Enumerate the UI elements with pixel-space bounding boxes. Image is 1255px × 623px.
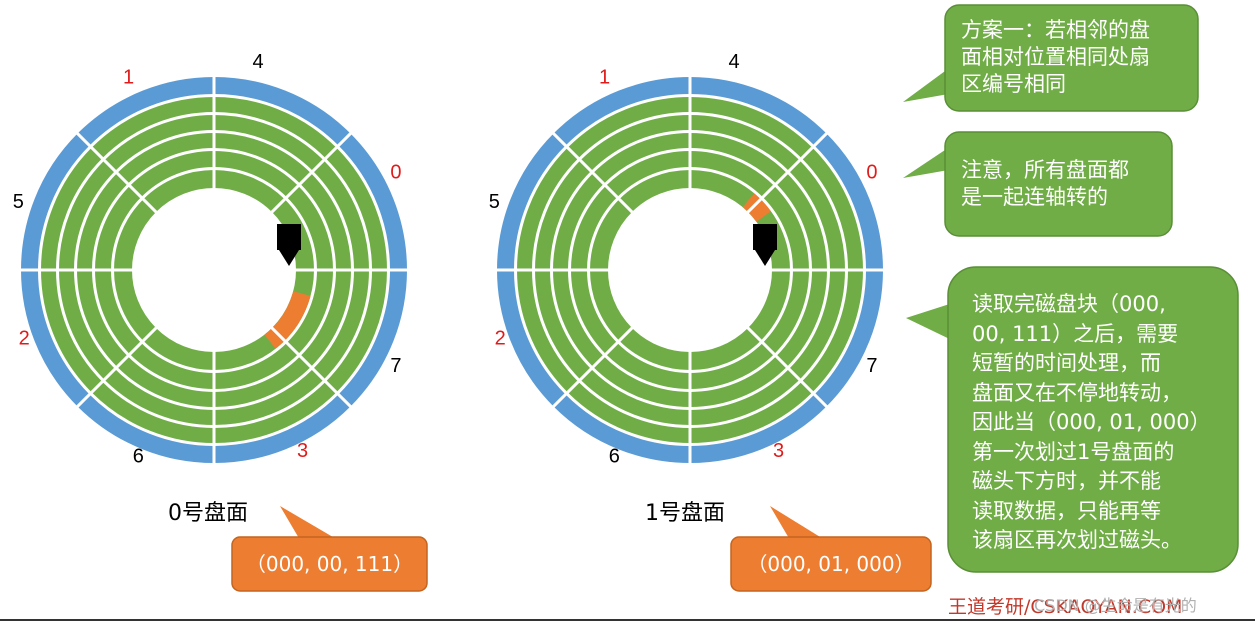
sector-label: 4 <box>729 51 740 73</box>
disk-platter-0: 1 4 0 7 3 6 2 5 <box>13 51 410 468</box>
attention-bubble <box>944 131 1173 237</box>
sector-label: 5 <box>489 191 500 213</box>
head-body <box>277 224 301 250</box>
sector-label: 0 <box>390 162 401 184</box>
sector-label: 1 <box>599 66 610 88</box>
disk0-name: 0号盘面 <box>168 501 248 526</box>
disk1-address: （000, 01, 000） <box>747 552 915 576</box>
address1-bubble-tail <box>770 506 825 540</box>
address0-bubble-tail <box>280 506 338 540</box>
disk-platter-1: 1 4 0 7 3 6 2 5 <box>489 51 886 468</box>
bottom-divider <box>0 619 1255 621</box>
sector-label: 1 <box>123 66 134 88</box>
sector-label: 6 <box>609 446 620 468</box>
scheme-bubble <box>944 4 1199 112</box>
sector-label: 7 <box>866 355 877 377</box>
head-arrow-icon <box>755 250 775 266</box>
sector-divider <box>550 324 636 410</box>
disk1-name: 1号盘面 <box>645 501 725 526</box>
scheme-note-text: 方案一：若相邻的盘 面相对位置相同处扇 区编号相同 <box>961 18 1150 96</box>
sector-divider <box>744 324 830 410</box>
sector-label: 2 <box>495 327 506 349</box>
sector-divider <box>744 130 830 216</box>
sector-label: 0 <box>866 162 877 184</box>
address1-bubble <box>730 536 932 592</box>
explanation-note: 读取完磁盘块（000, 00, 111）之后，需要 短暂的时间处理，而 盘面又在… <box>972 290 1232 556</box>
sector-label: 2 <box>19 327 30 349</box>
sector-label: 6 <box>133 446 144 468</box>
address0-bubble <box>231 536 428 592</box>
highlighted-sector <box>742 193 771 222</box>
sector-label: 5 <box>13 191 24 213</box>
highlighted-sector <box>264 291 311 349</box>
explanation-note-text: 读取完磁盘块（000, 00, 111）之后，需要 短暂的时间处理，而 盘面又在… <box>972 292 1211 552</box>
footer-watermark: CSDN @生命是有光的 <box>1034 596 1197 615</box>
head-arrow-icon <box>279 250 299 266</box>
sector-divider <box>268 130 354 216</box>
attention-note-text: 注意，所有盘面都 是一起连轴转的 <box>961 158 1129 209</box>
sector-divider <box>268 324 354 410</box>
sector-label: 3 <box>773 440 784 462</box>
disk0-address: （000, 00, 111） <box>245 552 414 576</box>
sector-label: 4 <box>253 51 264 73</box>
footer-brand: 王道考研/CSKAOYAN.COM <box>948 596 1183 618</box>
footer: 王道考研/CSKAOYAN.COM CSDN @生命是有光的 <box>948 592 1248 619</box>
sector-divider <box>74 130 160 216</box>
attention-note: 注意，所有盘面都 是一起连轴转的 <box>961 157 1166 211</box>
sector-divider <box>74 324 160 410</box>
scheme-note: 方案一：若相邻的盘 面相对位置相同处扇 区编号相同 <box>961 17 1191 98</box>
sector-label: 7 <box>390 355 401 377</box>
head-body <box>753 224 777 250</box>
explanation-bubble <box>947 266 1239 573</box>
sector-divider <box>550 130 636 216</box>
sector-label: 3 <box>297 440 308 462</box>
